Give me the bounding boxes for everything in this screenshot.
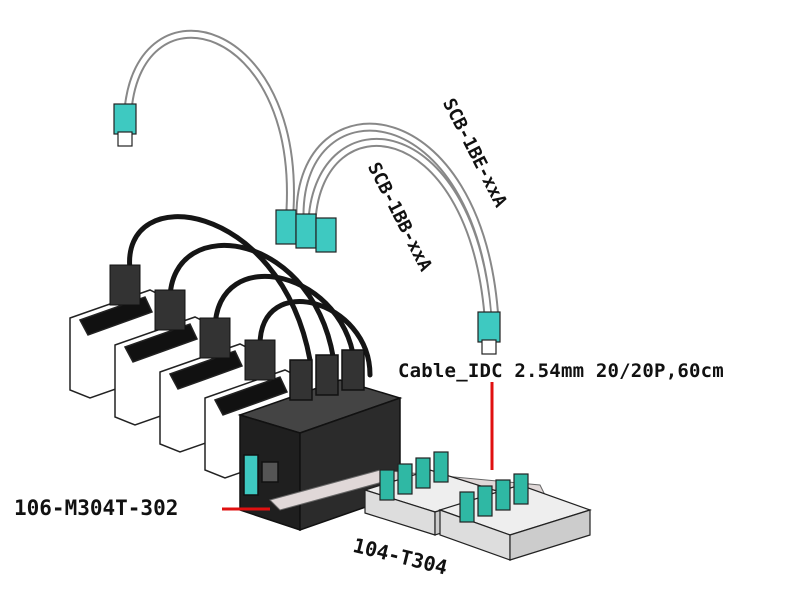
db-connectors: [109, 264, 276, 381]
module-label: 106-M304T-302: [14, 496, 179, 520]
terminal-boards: [362, 451, 592, 561]
leader-lines: [222, 382, 494, 511]
scb-connectors: [113, 103, 501, 355]
cable-label: Cable_IDC 2.54mm 20/20P,60cm: [398, 360, 724, 382]
scb-cables-inner: [125, 31, 498, 323]
black-cables: [127, 214, 373, 378]
